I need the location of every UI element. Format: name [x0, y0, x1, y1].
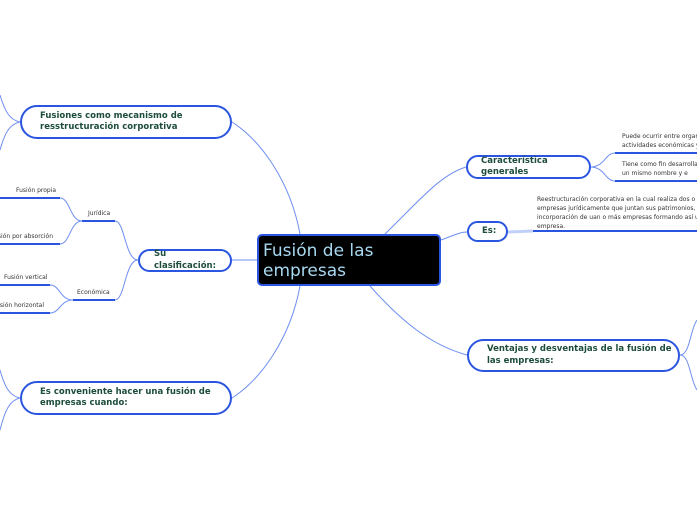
subtopic-definicion[interactable]: Reestructuración corporativa en la cual …	[537, 196, 697, 230]
subtopic-fusion-absorcion[interactable]: Fusión por absorción	[0, 233, 53, 240]
subtopic-fusion-vertical[interactable]: Fusión vertical	[4, 274, 48, 281]
subtopic-fusion-propia[interactable]: Fusión propia	[16, 187, 57, 194]
subtopic-juridica[interactable]: Jurídica	[88, 210, 111, 217]
subtopic-tiene-como-fin[interactable]: Tiene como fin desarrollar bajo un mismo…	[622, 161, 697, 177]
subtopic-fusion-horizontal[interactable]: Fusión horizontal	[0, 302, 44, 309]
topic-clasificacion[interactable]: Su clasificación:	[138, 249, 232, 272]
topic-caracteristica[interactable]: Característica generales	[466, 155, 591, 179]
topic-fusiones-mecanismo[interactable]: Fusiones como mecanismo de resstructurac…	[20, 105, 232, 139]
topic-ventajas[interactable]: Ventajas y desventajas de la fusión de l…	[467, 339, 680, 372]
subtopic-economica[interactable]: Económica	[77, 289, 110, 296]
central-topic[interactable]: Fusión de las empresas	[257, 234, 441, 286]
topic-es[interactable]: Es:	[467, 221, 508, 242]
topic-conveniente[interactable]: Es conveniente hacer una fusión de empre…	[20, 381, 232, 415]
subtopic-puede-ocurrir[interactable]: Puede ocurrir entre organi actividades e…	[622, 133, 697, 149]
